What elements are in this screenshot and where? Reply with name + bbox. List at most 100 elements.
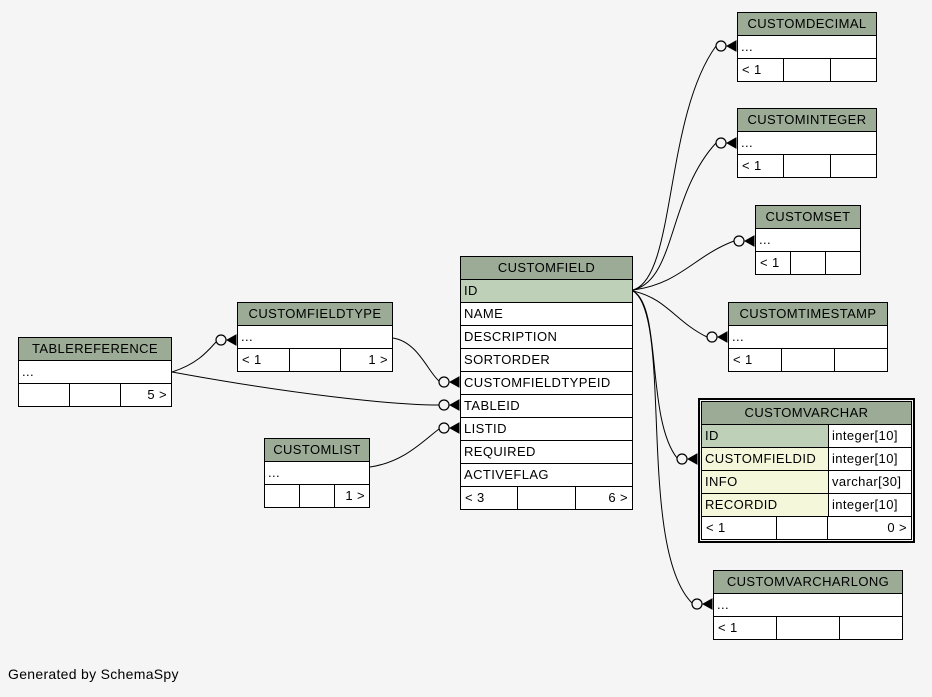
edge-line bbox=[632, 290, 693, 604]
column-name: SORTORDER bbox=[464, 352, 551, 367]
outgoing-count: 6 > bbox=[574, 487, 632, 509]
table-customvarcharlong[interactable]: CUSTOMVARCHARLONG... < 1 bbox=[713, 570, 903, 640]
edge-line bbox=[171, 341, 217, 373]
edge-line bbox=[171, 371, 440, 406]
column-name: ... bbox=[759, 232, 772, 247]
cardinality-footer: < 1 bbox=[714, 616, 902, 639]
crowfoot-arrow-icon bbox=[686, 453, 698, 465]
column-row-: ... bbox=[19, 360, 171, 383]
table-title[interactable]: CUSTOMSET bbox=[756, 206, 860, 228]
cardinality-circle-icon bbox=[438, 422, 450, 434]
crowfoot-arrow-icon bbox=[448, 376, 460, 388]
incoming-count: < 1 bbox=[742, 62, 762, 77]
column-type: integer[10] bbox=[828, 425, 911, 447]
table-customdecimal[interactable]: CUSTOMDECIMAL... < 1 bbox=[737, 12, 877, 82]
relationship-edge-custominteger bbox=[632, 137, 737, 291]
footer-spacer bbox=[288, 349, 341, 371]
table-tablereference[interactable]: TABLEREFERENCE...5 > bbox=[18, 337, 172, 407]
relationship-edge-customfieldtype bbox=[171, 334, 237, 373]
column-name: ID bbox=[461, 280, 632, 302]
outgoing-count bbox=[825, 252, 860, 274]
incoming-count: < 1 bbox=[742, 158, 762, 173]
crowfoot-arrow-icon bbox=[701, 598, 713, 610]
table-title[interactable]: CUSTOMVARCHARLONG bbox=[714, 571, 902, 593]
table-frame: CUSTOMSET...< 1 bbox=[755, 205, 861, 275]
crowfoot-arrow-icon bbox=[716, 331, 728, 343]
incoming-count: < 1 bbox=[706, 520, 726, 535]
table-title[interactable]: CUSTOMINTEGER bbox=[738, 109, 876, 131]
cardinality-footer: 1 > bbox=[265, 484, 369, 507]
cardinality-circle-icon bbox=[676, 453, 688, 465]
column-row-: ... bbox=[729, 325, 887, 348]
column-name: ... bbox=[717, 597, 730, 612]
column-row-id: ID bbox=[461, 279, 632, 302]
table-customset[interactable]: CUSTOMSET...< 1 bbox=[755, 205, 861, 275]
column-row-: ... bbox=[265, 461, 369, 484]
relationship-edge-customset bbox=[632, 235, 755, 291]
outgoing-count bbox=[834, 349, 887, 371]
outgoing-count bbox=[829, 155, 876, 177]
table-customtimestamp[interactable]: CUSTOMTIMESTAMP... < 1 bbox=[728, 302, 888, 372]
column-name: INFO bbox=[702, 471, 828, 493]
cardinality-circle-icon bbox=[215, 334, 227, 346]
table-frame: CUSTOMDECIMAL... < 1 bbox=[737, 12, 877, 82]
column-name: NAME bbox=[464, 306, 504, 321]
cardinality-footer: 5 > bbox=[19, 383, 171, 406]
crowfoot-arrow-icon bbox=[448, 399, 460, 411]
cardinality-circle-icon bbox=[715, 40, 727, 52]
outgoing-count: 1 > bbox=[340, 349, 392, 371]
edge-line bbox=[632, 240, 735, 291]
table-frame: CUSTOMVARCHARLONG... < 1 bbox=[713, 570, 903, 640]
crowfoot-arrow-icon bbox=[725, 40, 737, 52]
column-row-activeflag: ACTIVEFLAG bbox=[461, 463, 632, 486]
footer-spacer bbox=[517, 487, 574, 509]
column-name: RECORDID bbox=[702, 494, 828, 516]
table-frame: CUSTOMINTEGER... < 1 bbox=[737, 108, 877, 178]
edge-line bbox=[632, 290, 678, 459]
table-title[interactable]: CUSTOMTIMESTAMP bbox=[729, 303, 887, 325]
column-row-name: NAME bbox=[461, 302, 632, 325]
column-name: ... bbox=[241, 329, 254, 344]
table-title[interactable]: CUSTOMLIST bbox=[265, 439, 369, 461]
table-frame: CUSTOMLIST... 1 > bbox=[264, 438, 370, 508]
cardinality-circle-icon bbox=[706, 331, 718, 343]
column-row-: ... bbox=[714, 593, 902, 616]
incoming-count bbox=[265, 485, 299, 507]
column-name: ... bbox=[741, 135, 754, 150]
column-name: REQUIRED bbox=[464, 444, 536, 459]
column-name: LISTID bbox=[464, 421, 507, 436]
table-custominteger[interactable]: CUSTOMINTEGER... < 1 bbox=[737, 108, 877, 178]
incoming-count bbox=[19, 384, 69, 406]
outgoing-count bbox=[839, 617, 902, 639]
footer-spacer bbox=[776, 517, 827, 539]
table-title[interactable]: CUSTOMDECIMAL bbox=[738, 13, 876, 35]
table-frame: CUSTOMTIMESTAMP... < 1 bbox=[728, 302, 888, 372]
column-row-: ... bbox=[756, 228, 860, 251]
column-name: TABLEID bbox=[464, 398, 521, 413]
column-name: ACTIVEFLAG bbox=[464, 467, 549, 482]
table-title[interactable]: CUSTOMFIELD bbox=[461, 257, 632, 279]
relationship-edge-customtimestamp bbox=[632, 290, 728, 343]
table-customlist[interactable]: CUSTOMLIST... 1 > bbox=[264, 438, 370, 508]
edge-line bbox=[369, 428, 440, 468]
table-title[interactable]: CUSTOMFIELDTYPE bbox=[238, 303, 392, 325]
incoming-count: < 1 bbox=[733, 352, 753, 367]
relationship-edge-customfield-tableid bbox=[171, 371, 460, 411]
table-title[interactable]: CUSTOMVARCHAR bbox=[702, 402, 911, 424]
cardinality-circle-icon bbox=[438, 376, 450, 388]
column-name: ... bbox=[741, 39, 754, 54]
column-name: ... bbox=[268, 465, 281, 480]
crowfoot-arrow-icon bbox=[725, 137, 737, 149]
table-title[interactable]: TABLEREFERENCE bbox=[19, 338, 171, 360]
edge-line bbox=[632, 142, 717, 291]
